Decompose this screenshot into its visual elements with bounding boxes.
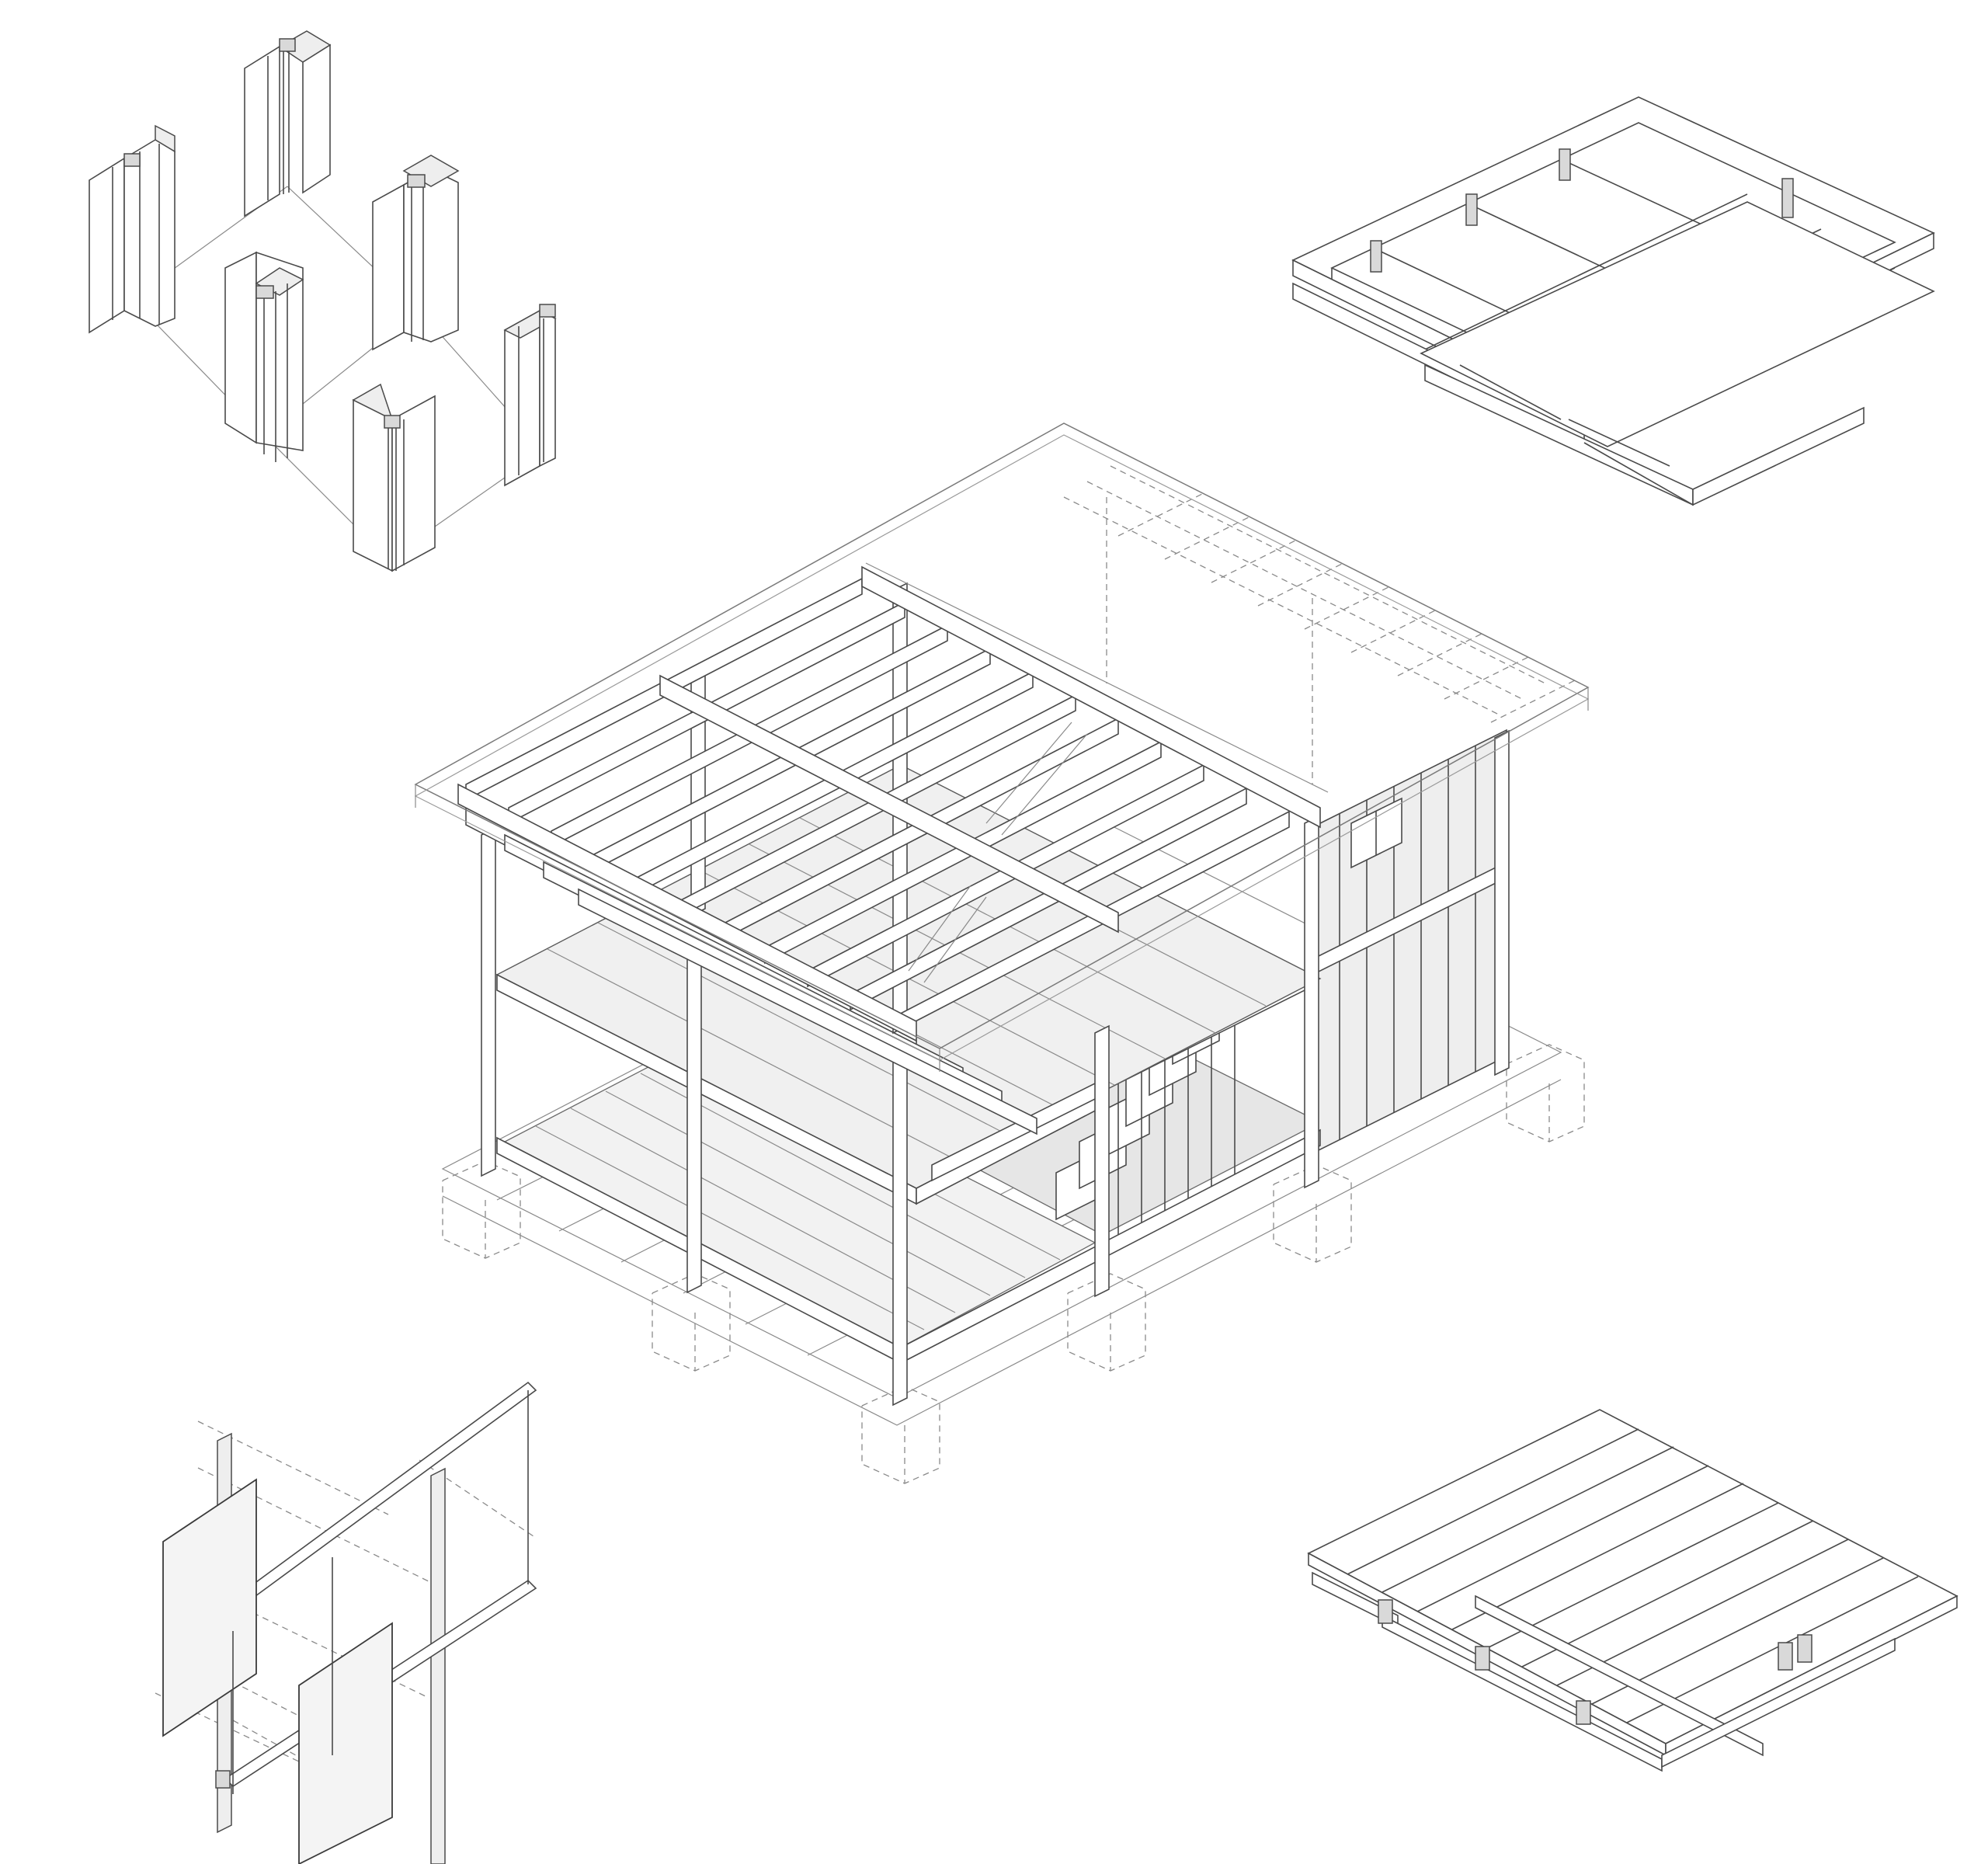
column-ground-grid <box>131 186 544 560</box>
column-detail-f <box>352 383 436 572</box>
roof-outline <box>414 423 1590 1072</box>
floor-deck-boards <box>1347 1428 1919 1723</box>
base-connector <box>215 1770 231 1789</box>
floor-deck-top <box>1307 1409 1958 1744</box>
roof-structure-detail <box>1291 96 1935 506</box>
column-detail-d <box>372 155 460 351</box>
roof-beam-back <box>861 565 1321 829</box>
enclosed-wall-front <box>1312 729 1507 1155</box>
floor-deck-detail <box>1307 1409 1958 1772</box>
column-detail-c <box>224 251 304 462</box>
roof-rafters <box>465 806 1037 1135</box>
cross-bracing <box>908 722 1088 983</box>
rear-roof-dashed-rafters <box>1063 465 1577 784</box>
roof-beam-middle <box>659 674 1119 934</box>
wall-top-beam <box>220 1381 537 1617</box>
column-detail-b <box>89 124 176 334</box>
wall-panel-right <box>298 1622 393 1864</box>
window <box>1350 797 1402 869</box>
wall-panel-left <box>162 1478 257 1737</box>
wall-panel-assembly-detail <box>155 1381 537 1864</box>
floor-joists <box>1378 1594 1896 1772</box>
column-detail-e <box>503 304 557 487</box>
column-detail-a <box>244 30 332 217</box>
main-house-axonometric <box>414 423 1590 1484</box>
column-connection-details <box>89 30 557 572</box>
wall-post-right <box>430 1467 446 1864</box>
roof-beam-front <box>457 783 917 1042</box>
